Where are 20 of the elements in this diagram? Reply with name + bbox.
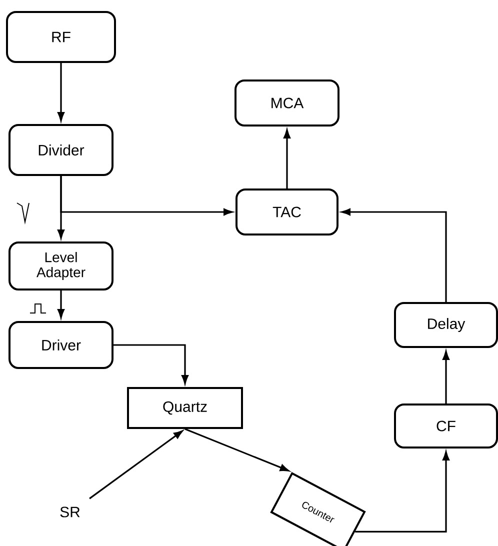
arrow — [60, 176, 233, 216]
process-box: TAC — [236, 188, 338, 236]
arrow — [355, 451, 450, 533]
arrow — [58, 290, 64, 318]
process-box: Level Adapter — [8, 242, 114, 290]
process-box: CF — [394, 404, 498, 448]
arrow — [442, 350, 450, 404]
arrow — [341, 208, 447, 302]
source-label: SR — [60, 506, 80, 518]
process-box: Divider — [8, 124, 114, 176]
arrow — [114, 344, 188, 384]
process-box: Driver — [8, 321, 114, 369]
arrow — [184, 428, 290, 472]
quartz-box: Quartz — [127, 387, 243, 429]
arrow — [58, 63, 64, 122]
process-box: RF — [6, 11, 116, 63]
process-box: MCA — [234, 80, 340, 126]
arrow — [89, 430, 183, 500]
process-box: Delay — [394, 302, 498, 348]
arrow — [284, 129, 290, 188]
